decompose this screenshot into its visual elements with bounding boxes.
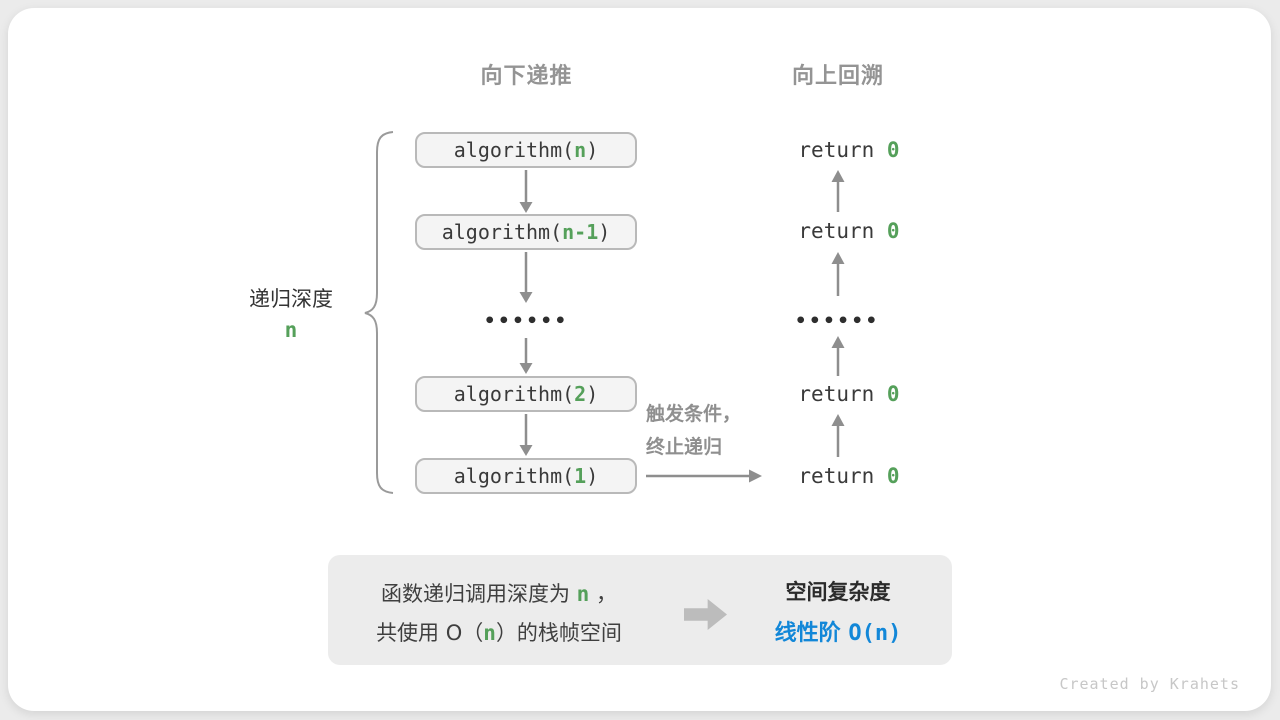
call-box-algorithm-1: algorithm(1) [415, 458, 637, 494]
code-text: ) [598, 220, 611, 244]
return-statement-3: return 0 [783, 382, 915, 406]
ellipsis-dots-right: •••••• [794, 310, 880, 332]
summary-text: ， [589, 582, 618, 606]
space-complexity-title: 空间复杂度 [785, 580, 891, 604]
return-statement-2: return 0 [783, 219, 915, 243]
summary-text: 共使用 O（ [376, 621, 484, 645]
code-arg: n-1 [562, 220, 599, 244]
return-statement-1: return 0 [783, 138, 915, 162]
summary-var-n: n [576, 582, 590, 606]
code-text: algorithm( [453, 464, 575, 488]
code-text: ) [586, 464, 599, 488]
code-text: algorithm( [441, 220, 563, 244]
summary-line2: 共使用 O（n）的栈帧空间 [340, 617, 658, 647]
return-keyword: return [798, 138, 887, 162]
summary-text: 函数递归调用深度为 [380, 582, 577, 606]
summary-text: ）的栈帧空间 [495, 621, 622, 645]
recursion-depth-variable: n [284, 318, 298, 342]
summary-var-n: n [483, 621, 496, 645]
return-keyword: return [798, 382, 887, 406]
return-keyword: return [798, 464, 887, 488]
summary-panel [328, 555, 952, 665]
code-text: algorithm( [453, 382, 575, 406]
return-statement-4: return 0 [783, 464, 915, 488]
big-o-notation: O(n) [848, 621, 902, 646]
return-value: 0 [886, 464, 900, 488]
termination-label-line1: 触发条件， [646, 403, 742, 425]
code-text: ) [586, 382, 599, 406]
summary-line1: 函数递归调用深度为 n ， [340, 578, 658, 608]
code-text: algorithm( [453, 138, 575, 162]
code-text: ) [586, 138, 599, 162]
code-arg: 2 [574, 382, 587, 406]
complexity-order-label: 线性阶 [774, 621, 849, 646]
return-value: 0 [886, 138, 900, 162]
return-value: 0 [886, 382, 900, 406]
termination-label: 触发条件， 终止递归 [646, 398, 776, 464]
call-box-algorithm-n-1: algorithm(n-1) [415, 214, 637, 250]
return-value: 0 [886, 219, 900, 243]
space-complexity-value: 线性阶 O(n) [738, 615, 938, 647]
call-box-algorithm-2: algorithm(2) [415, 376, 637, 412]
column-header-upward: 向上回溯 [791, 64, 884, 89]
termination-label-line2: 终止递归 [646, 436, 723, 458]
ellipsis-dots-left: •••••• [483, 310, 569, 332]
recursion-depth-label: 递归深度 [249, 287, 333, 311]
return-keyword: return [798, 219, 887, 243]
code-arg: 1 [574, 464, 587, 488]
credit-text: Created by Krahets [1059, 675, 1240, 693]
call-box-algorithm-n: algorithm(n) [415, 132, 637, 168]
column-header-downward: 向下递推 [480, 64, 573, 89]
code-arg: n [574, 138, 587, 162]
